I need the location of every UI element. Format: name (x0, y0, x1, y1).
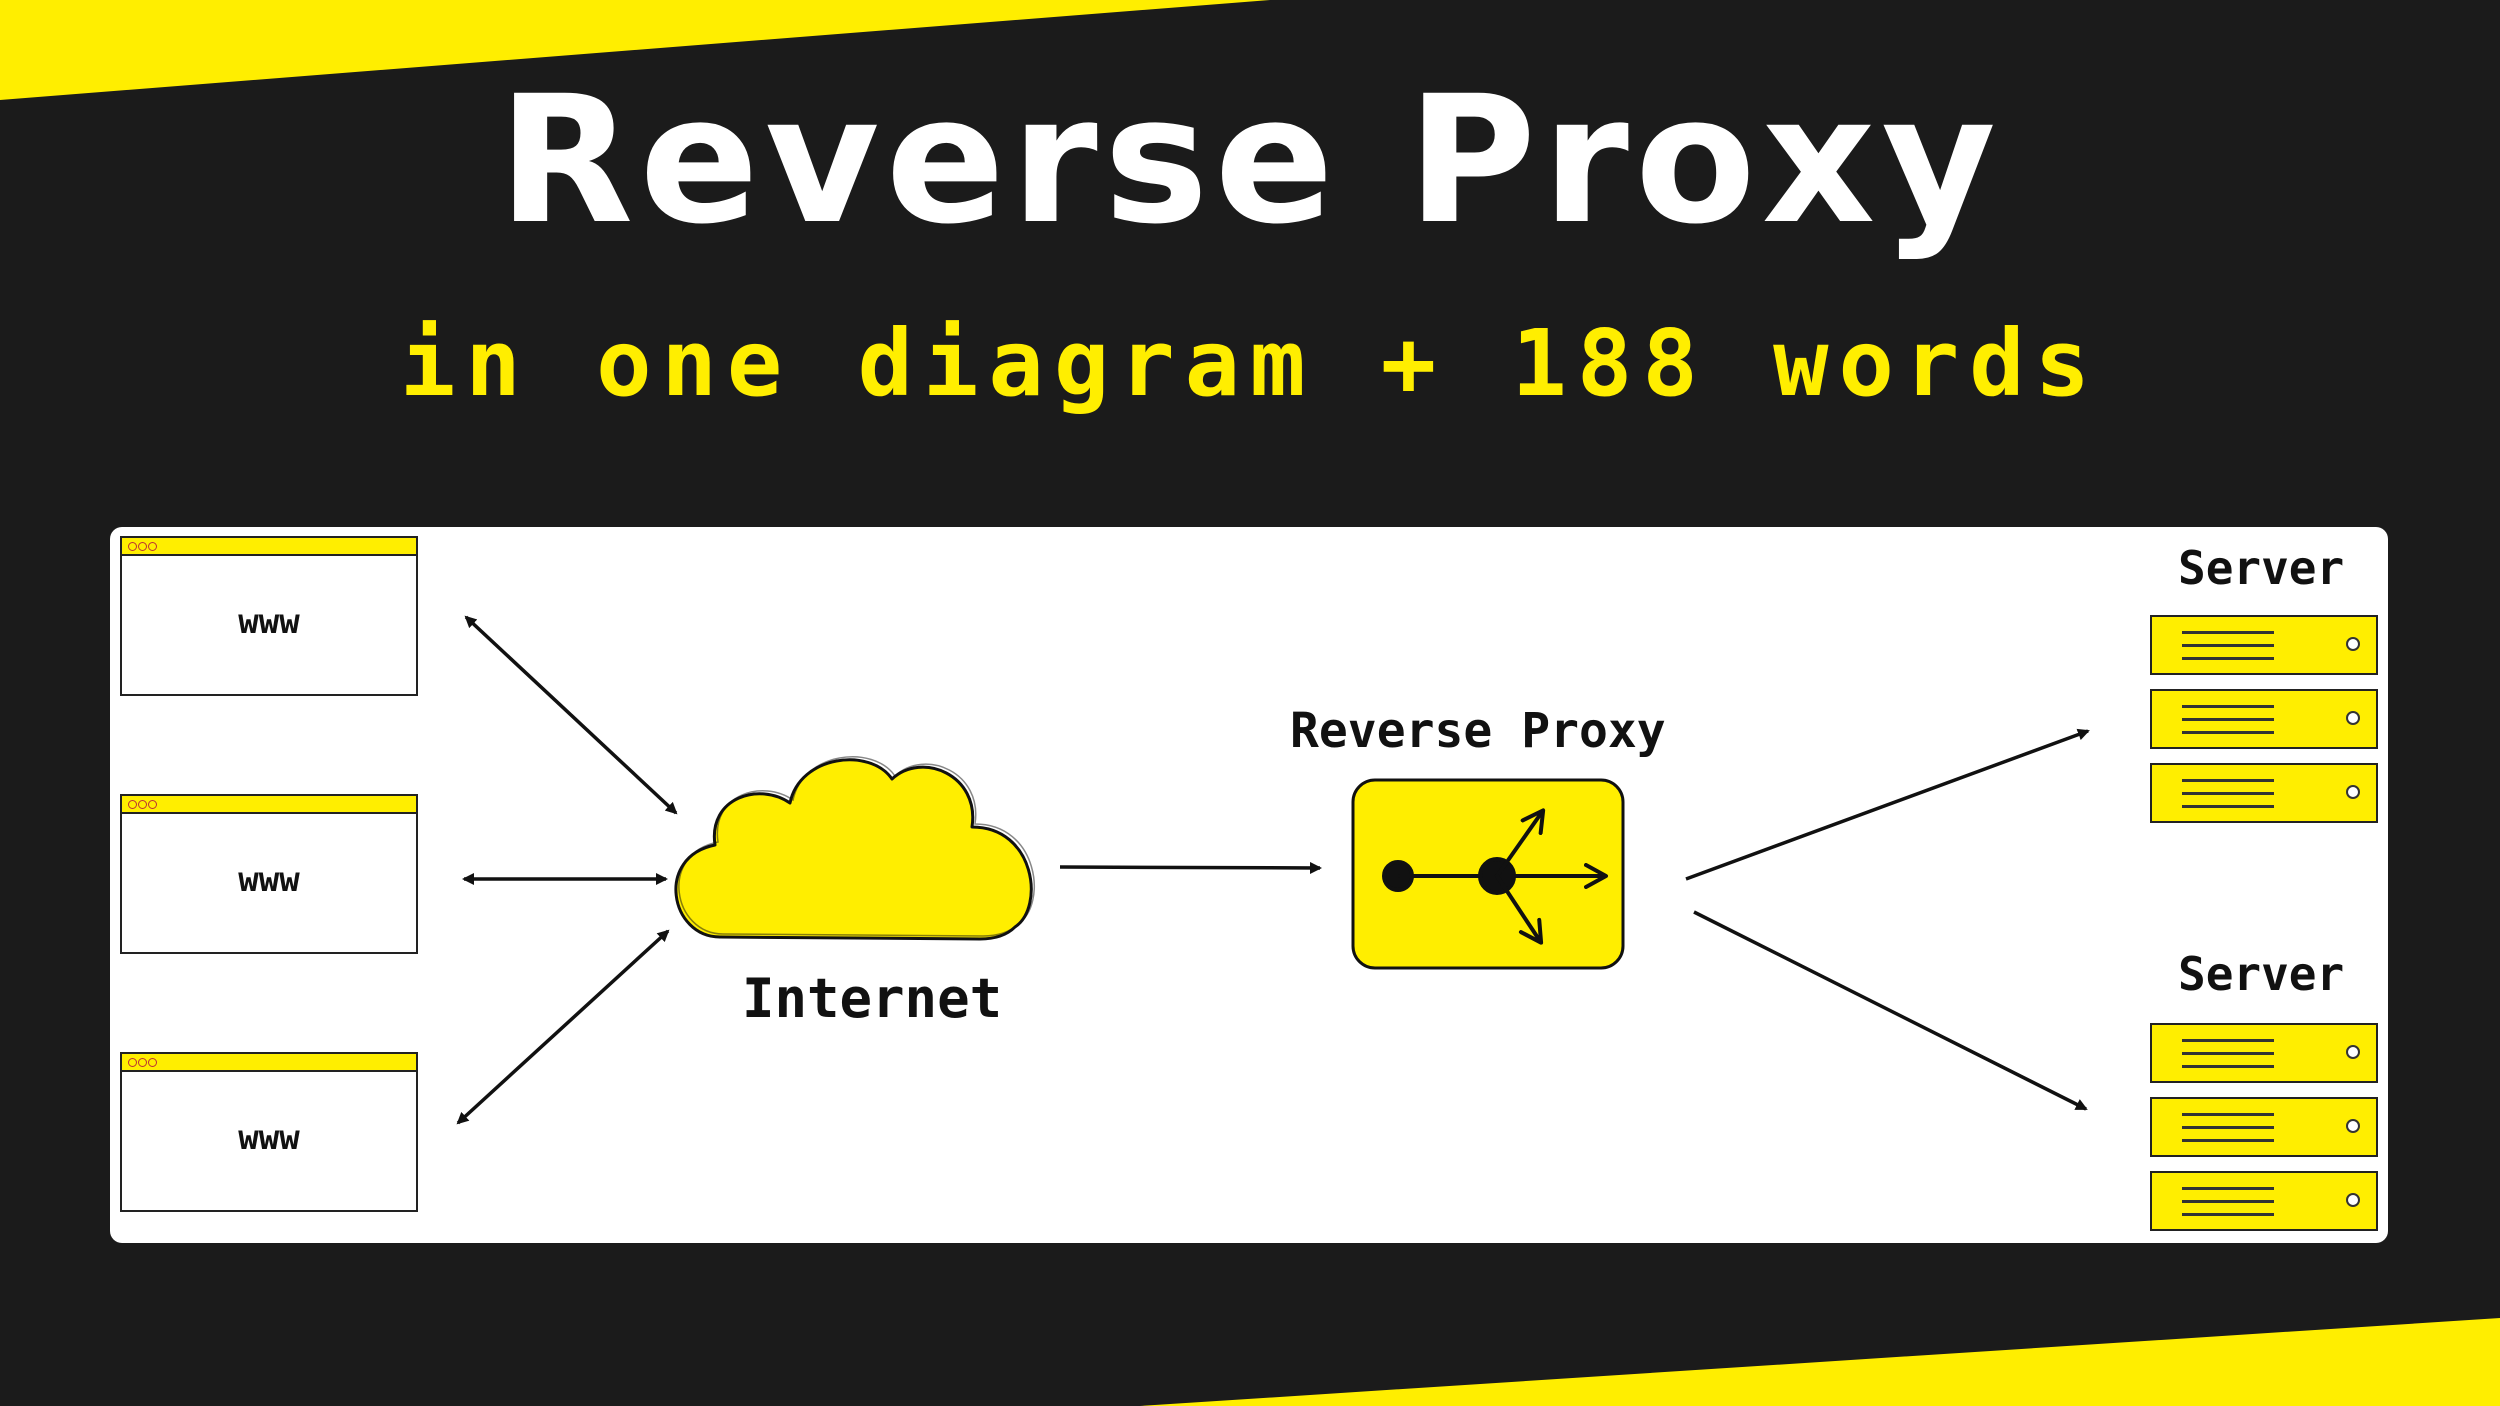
client-1-internet-arrow (464, 615, 678, 815)
client-3-internet-arrow (456, 929, 670, 1125)
page-subtitle: in one diagram + 188 words (399, 310, 2101, 417)
browser-title-bar (122, 538, 416, 556)
server-unit (2150, 763, 2378, 823)
server-led-icon (2346, 1119, 2360, 1133)
branching-arrows-icon (1382, 808, 1608, 945)
client-label: www (238, 1118, 300, 1158)
server-led-icon (2346, 637, 2360, 651)
window-dot-icon (128, 1058, 137, 1067)
bottom-stripe (1140, 1318, 2500, 1406)
internet-label: Internet (742, 967, 1003, 1030)
window-dot-icon (138, 800, 147, 809)
window-dot-icon (138, 542, 147, 551)
client-browser-3: www (120, 1052, 418, 1212)
proxy-server-1-arrow (1685, 728, 2090, 881)
client-label: www (238, 860, 300, 900)
page-title: Reverse Proxy (497, 58, 2003, 263)
proxy-server-2-arrow (1693, 910, 2088, 1111)
server-led-icon (2346, 711, 2360, 725)
window-dot-icon (128, 800, 137, 809)
client-label: www (238, 602, 300, 642)
cloud-icon (674, 756, 1035, 941)
browser-title-bar (122, 1054, 416, 1072)
browser-title-bar (122, 796, 416, 814)
server-unit (2150, 1097, 2378, 1157)
window-dot-icon (138, 1058, 147, 1067)
internet-proxy-arrow (1059, 861, 1322, 874)
window-dot-icon (148, 1058, 157, 1067)
server-1-label: Server (2178, 541, 2345, 595)
server-led-icon (2346, 1045, 2360, 1059)
top-stripe (0, 0, 1270, 100)
server-2-label: Server (2178, 947, 2345, 1001)
server-unit (2150, 1171, 2378, 1231)
client-browser-1: www (120, 536, 418, 696)
window-dot-icon (148, 542, 157, 551)
window-dot-icon (128, 542, 137, 551)
server-unit (2150, 615, 2378, 675)
server-unit (2150, 1023, 2378, 1083)
reverse-proxy-label: Reverse Proxy (1290, 703, 1666, 759)
client-browser-2: www (120, 794, 418, 954)
diagram-graphics (456, 615, 2090, 1125)
diagram-panel: www www www (110, 527, 2388, 1243)
window-dot-icon (148, 800, 157, 809)
server-unit (2150, 689, 2378, 749)
server-led-icon (2346, 1193, 2360, 1207)
server-led-icon (2346, 785, 2360, 799)
